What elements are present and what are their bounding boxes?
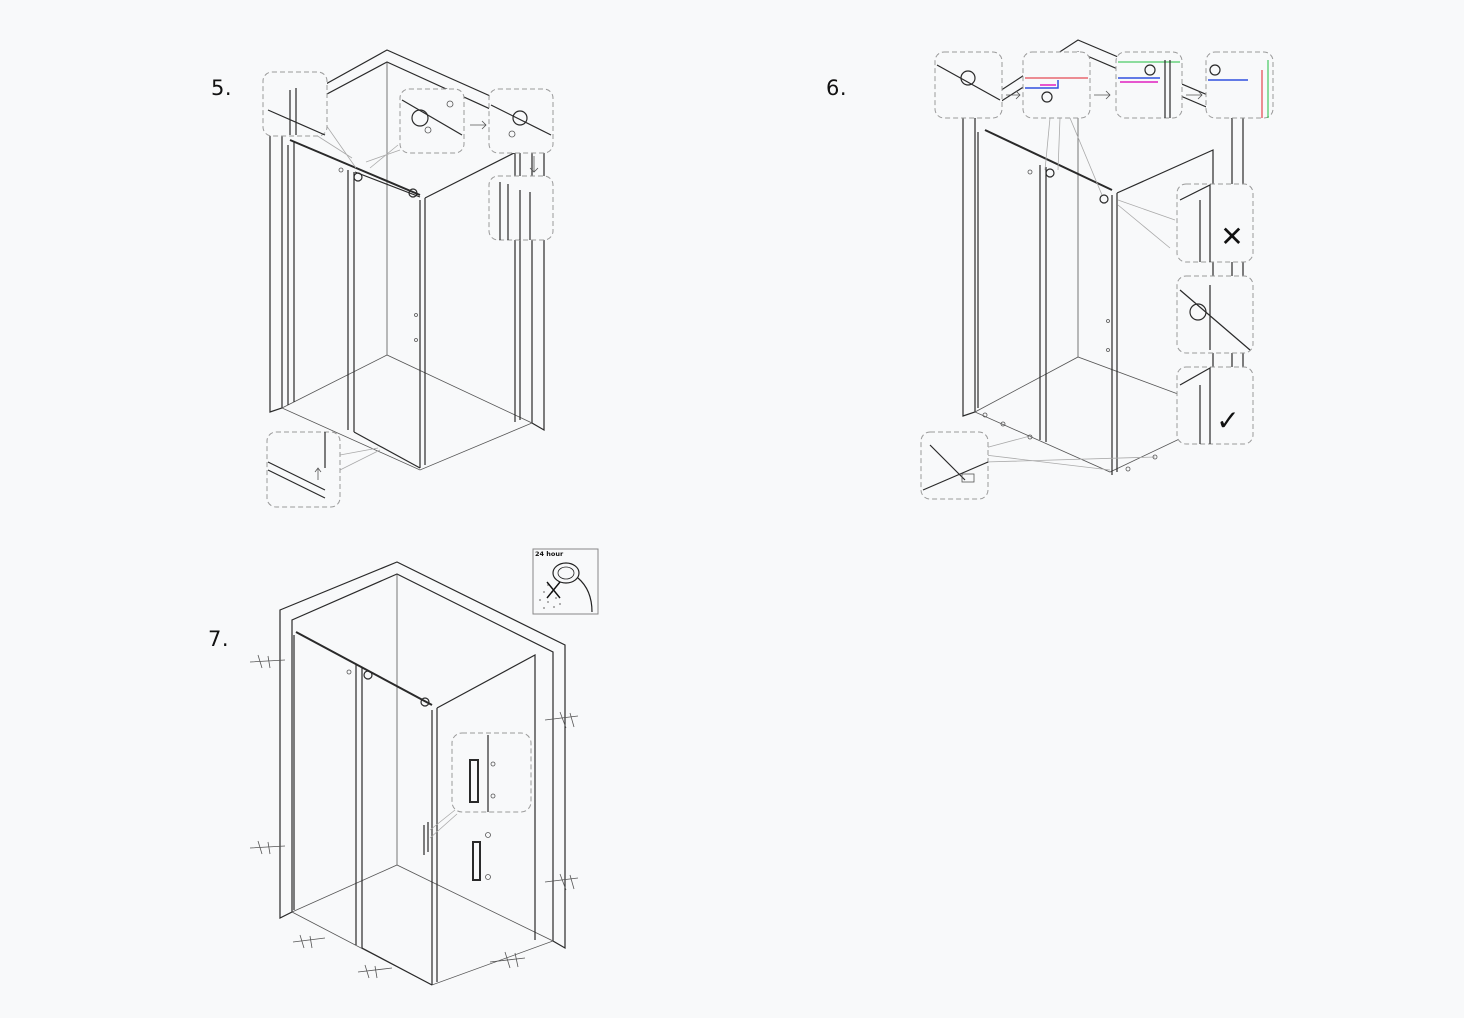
no-water-notice [532, 548, 599, 615]
prohibited-cross-icon [546, 581, 561, 599]
shower-head-icon [539, 562, 593, 613]
step-7-illustration: 24 hour [249, 548, 599, 986]
notice-text: 24 hour [535, 550, 564, 558]
step-6-label: 6. [826, 76, 848, 100]
step-7-label: 7. [208, 627, 230, 651]
step-6-illustration: ✕ ✓ [920, 39, 1274, 500]
correct-mark-icon: ✓ [1216, 404, 1239, 437]
step-5-illustration [262, 49, 554, 508]
step-5-label: 5. [211, 76, 233, 100]
incorrect-mark-icon: ✕ [1220, 220, 1243, 253]
